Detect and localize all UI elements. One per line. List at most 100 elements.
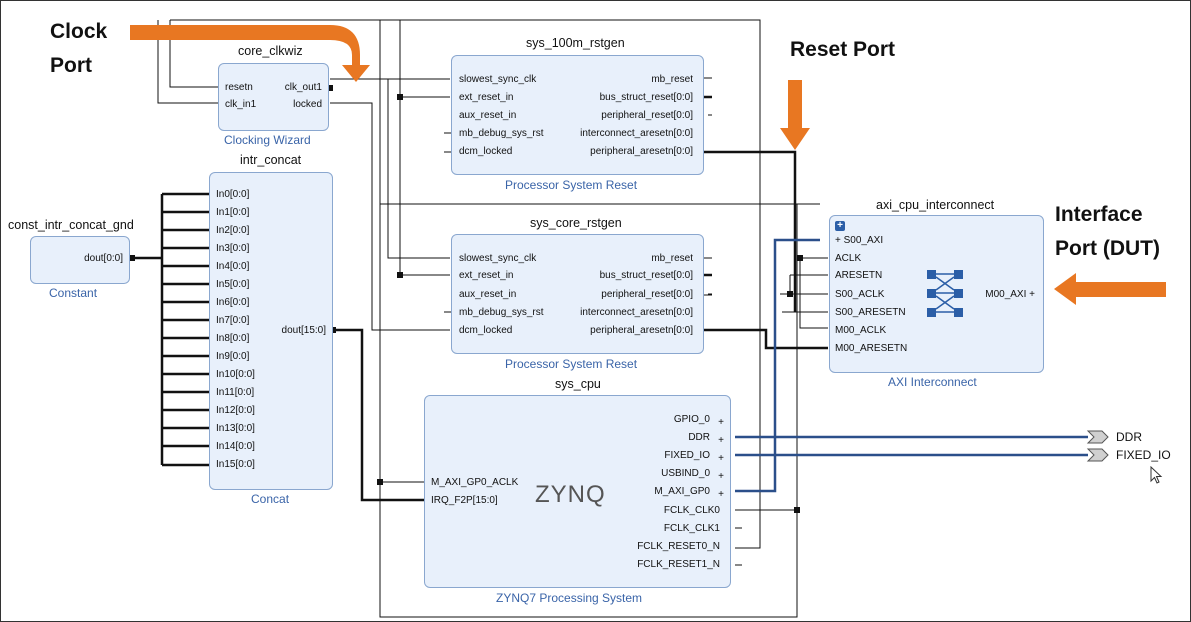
pin-in9[interactable]: In9[0:0] [216, 351, 250, 362]
pin-irq-f2p[interactable]: IRQ_F2P[15:0] [431, 495, 498, 506]
sys-cpu-subtitle: ZYNQ7 Processing System [496, 591, 643, 605]
pin-ext-reset-in[interactable]: ext_reset_in [459, 270, 514, 281]
pin-in3[interactable]: In3[0:0] [216, 243, 250, 254]
external-port-ddr[interactable]: DDR [1116, 430, 1142, 444]
pin-bus-struct-reset[interactable]: bus_struct_reset[0:0] [599, 270, 693, 281]
pin-usbind-0[interactable]: USBIND_0 [661, 468, 710, 479]
pin-in4[interactable]: In4[0:0] [216, 261, 250, 272]
pin-m00-axi-label: M00_AXI [985, 289, 1027, 300]
pin-in1[interactable]: In1[0:0] [216, 207, 250, 218]
core-clkwiz-block[interactable]: resetn clk_in1 clk_out1 locked [218, 63, 329, 131]
pin-in5[interactable]: In5[0:0] [216, 279, 250, 290]
pin-mb-debug-sys-rst[interactable]: mb_debug_sys_rst [459, 128, 544, 139]
pin-slowest-sync-clk[interactable]: slowest_sync_clk [459, 253, 537, 264]
axi-interconnect-title: axi_cpu_interconnect [876, 198, 995, 212]
pin-aclk[interactable]: ACLK [835, 253, 862, 264]
pin-m00-aclk[interactable]: M00_ACLK [835, 325, 887, 336]
external-port-shapes [1086, 430, 1109, 462]
pin-fclk-reset0-n[interactable]: FCLK_RESET0_N [637, 541, 720, 552]
net-wires [157, 19, 828, 618]
plus-icon: + [835, 235, 841, 246]
pin-bus-struct-reset[interactable]: bus_struct_reset[0:0] [599, 92, 693, 103]
pin-resetn[interactable]: resetn [225, 82, 253, 93]
pin-in14[interactable]: In14[0:0] [216, 441, 255, 452]
pin-clk-in1[interactable]: clk_in1 [225, 99, 257, 110]
sys-100m-rstgen-block[interactable]: slowest_sync_clk ext_reset_in aux_reset_… [451, 55, 704, 175]
pin-in15[interactable]: In15[0:0] [216, 459, 255, 470]
pin-mb-reset[interactable]: mb_reset [651, 253, 693, 264]
pin-s00-aclk[interactable]: S00_ACLK [835, 289, 885, 300]
pin-in7[interactable]: In7[0:0] [216, 315, 250, 326]
pin-peripheral-reset[interactable]: peripheral_reset[0:0] [601, 289, 693, 300]
pin-in2[interactable]: In2[0:0] [216, 225, 250, 236]
pin-in12[interactable]: In12[0:0] [216, 405, 255, 416]
pin-interconnect-aresetn[interactable]: interconnect_aresetn[0:0] [580, 128, 693, 139]
pin-s00-axi-label: S00_AXI [843, 235, 884, 246]
sys-core-rstgen-title: sys_core_rstgen [530, 216, 622, 230]
pin-aux-reset-in[interactable]: aux_reset_in [459, 110, 517, 121]
sys-cpu-block[interactable]: M_AXI_GP0_ACLK IRQ_F2P[15:0] ZYNQ GPIO_0… [424, 395, 731, 588]
core-clkwiz-title: core_clkwiz [238, 44, 303, 58]
pin-ddr[interactable]: DDR [688, 432, 710, 443]
pin-aux-reset-in[interactable]: aux_reset_in [459, 289, 517, 300]
pin-mb-reset[interactable]: mb_reset [651, 74, 693, 85]
pin-fclk-clk1[interactable]: FCLK_CLK1 [663, 523, 720, 534]
pin-aresetn[interactable]: ARESETN [835, 270, 883, 281]
pin-in8[interactable]: In8[0:0] [216, 333, 250, 344]
crossbar-icon [927, 270, 963, 317]
interface-arrow [1054, 273, 1166, 305]
pin-s00-axi[interactable]: + S00_AXI [835, 235, 883, 247]
clock-port-annotation: Clock Port [50, 20, 108, 77]
pin-peripheral-aresetn[interactable]: peripheral_aresetn[0:0] [590, 146, 693, 157]
pin-in0[interactable]: In0[0:0] [216, 189, 250, 200]
pin-fixed-io[interactable]: FIXED_IO [664, 450, 710, 461]
bus-wires [130, 95, 828, 502]
pin-mb-debug-sys-rst[interactable]: mb_debug_sys_rst [459, 307, 544, 318]
pin-dcm-locked[interactable]: dcm_locked [459, 146, 513, 157]
pin-dout[interactable]: dout[15:0] [281, 325, 326, 336]
axi-interconnect-block[interactable]: + + S00_AXI ACLK ARESETN S00_ACLK S00_AR… [829, 215, 1044, 373]
sys-core-rstgen-subtitle: Processor System Reset [505, 357, 638, 371]
expand-plus-icon[interactable]: + [835, 221, 845, 231]
pin-fclk-reset1-n[interactable]: FCLK_RESET1_N [637, 559, 720, 570]
sys-cpu-title: sys_cpu [555, 377, 601, 391]
pin-m00-axi[interactable]: M00_AXI + [985, 289, 1035, 301]
mouse-cursor-icon [1150, 466, 1163, 484]
interface-port-annotation: Interface Port (DUT) [1055, 203, 1160, 260]
reset-arrow [780, 80, 810, 150]
pin-m-axi-gp0-aclk[interactable]: M_AXI_GP0_ACLK [431, 477, 519, 488]
pin-in11[interactable]: In11[0:0] [216, 387, 255, 398]
pin-dcm-locked[interactable]: dcm_locked [459, 325, 513, 336]
pin-in13[interactable]: In13[0:0] [216, 423, 255, 434]
intr-concat-block[interactable]: In0[0:0] In1[0:0] In2[0:0] In3[0:0] In4[… [209, 172, 333, 490]
ddr-port-shape [1086, 430, 1109, 444]
pin-clk-out1[interactable]: clk_out1 [284, 82, 322, 93]
pin-peripheral-reset[interactable]: peripheral_reset[0:0] [601, 110, 693, 121]
pin-slowest-sync-clk[interactable]: slowest_sync_clk [459, 74, 537, 85]
pin-fclk-clk0[interactable]: FCLK_CLK0 [663, 505, 720, 516]
pin-m-axi-gp0[interactable]: M_AXI_GP0 [654, 486, 710, 497]
const-gnd-block[interactable]: dout[0:0] [30, 236, 130, 284]
intr-concat-subtitle: Concat [251, 492, 290, 506]
const-gnd-title: const_intr_concat_gnd [8, 218, 134, 232]
fixed-io-port-shape [1086, 448, 1109, 462]
pin-ext-reset-in[interactable]: ext_reset_in [459, 92, 514, 103]
pin-in10[interactable]: In10[0:0] [216, 369, 255, 380]
axi-interconnect-subtitle: AXI Interconnect [888, 375, 977, 389]
pin-in6[interactable]: In6[0:0] [216, 297, 250, 308]
sys-core-rstgen-block[interactable]: slowest_sync_clk ext_reset_in aux_reset_… [451, 234, 704, 354]
pin-locked[interactable]: locked [293, 99, 322, 110]
pin-s00-aresetn[interactable]: S00_ARESETN [835, 307, 906, 318]
external-port-fixed-io[interactable]: FIXED_IO [1116, 448, 1171, 462]
pin-interconnect-aresetn[interactable]: interconnect_aresetn[0:0] [580, 307, 693, 318]
pin-gpio-0[interactable]: GPIO_0 [673, 414, 710, 425]
pin-m00-aresetn[interactable]: M00_ARESETN [835, 343, 908, 354]
zynq-logo: ZYNQ [535, 481, 606, 508]
core-clkwiz-subtitle: Clocking Wizard [224, 133, 311, 147]
pin-const-dout[interactable]: dout[0:0] [84, 253, 123, 264]
pin-peripheral-aresetn[interactable]: peripheral_aresetn[0:0] [590, 325, 693, 336]
sys-100m-rstgen-subtitle: Processor System Reset [505, 178, 638, 192]
annotation-arrows [130, 25, 1166, 305]
intr-concat-title: intr_concat [240, 153, 302, 167]
